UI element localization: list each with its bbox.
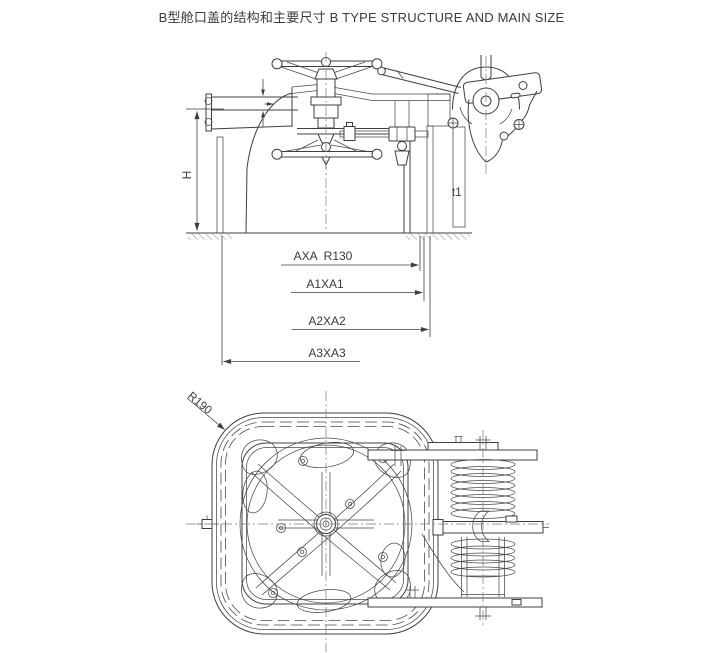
hinge-lever	[377, 66, 462, 94]
right-coaming	[426, 125, 434, 234]
dimension-a2xa2: A2XA2	[292, 314, 429, 333]
hinge-assembly	[377, 55, 543, 174]
spider-mechanism	[197, 437, 413, 613]
corner-cam	[241, 573, 278, 609]
spring-hinge-mechanism	[367, 434, 549, 628]
height-label: H	[180, 171, 194, 180]
dimension-axa: AXA R130	[281, 249, 419, 268]
top-bar-pins	[391, 436, 491, 466]
dimension-label: A3XA3	[308, 346, 346, 360]
side-section-view: H t1 AXA R130 A1XA1	[180, 52, 543, 365]
r190-label: R190	[185, 390, 214, 417]
plan-view: R190	[185, 390, 549, 652]
hinge-axle	[432, 510, 549, 542]
drawing-title: B型舱口盖的结构和主要尺寸 B TYPE STRUCTURE AND MAIN …	[158, 10, 565, 25]
cover-top-plate	[291, 84, 451, 127]
bottom-bar-pins	[406, 586, 522, 620]
dimension-a1xa1: A1XA1	[291, 277, 423, 296]
width-dimensions: AXA R130 A1XA1 A2XA2 A3XA3	[221, 236, 431, 365]
hinge-screw-icon	[447, 117, 459, 129]
plan-centerlines	[186, 391, 549, 652]
dimension-label: AXA R130	[294, 249, 353, 263]
left-coaming	[216, 136, 224, 234]
upper-handwheel	[271, 57, 383, 80]
link-rod	[339, 122, 429, 141]
r190-leader: R190	[185, 390, 225, 430]
roller-lobe	[296, 589, 352, 613]
roller-lobe	[299, 441, 355, 469]
side-vent-bolt	[197, 515, 217, 529]
deck	[186, 232, 472, 240]
t1-label: t1	[452, 187, 462, 199]
left-hinge-arm	[204, 93, 298, 132]
hinge-screw-icon	[513, 119, 525, 130]
clamp-screw	[388, 101, 416, 166]
dimension-a3xa3: A3XA3	[223, 346, 360, 365]
dimension-label: A2XA2	[308, 314, 346, 328]
h-dimension: H	[180, 108, 224, 231]
roller-lobe	[380, 542, 406, 578]
corner-cam	[241, 439, 278, 475]
roller-lobe	[242, 470, 268, 514]
plate-thickness-dimension	[261, 79, 274, 127]
hinge-bracket-plate-section	[452, 126, 466, 228]
dimension-label: A1XA1	[306, 277, 344, 291]
lower-handwheel	[271, 133, 383, 169]
